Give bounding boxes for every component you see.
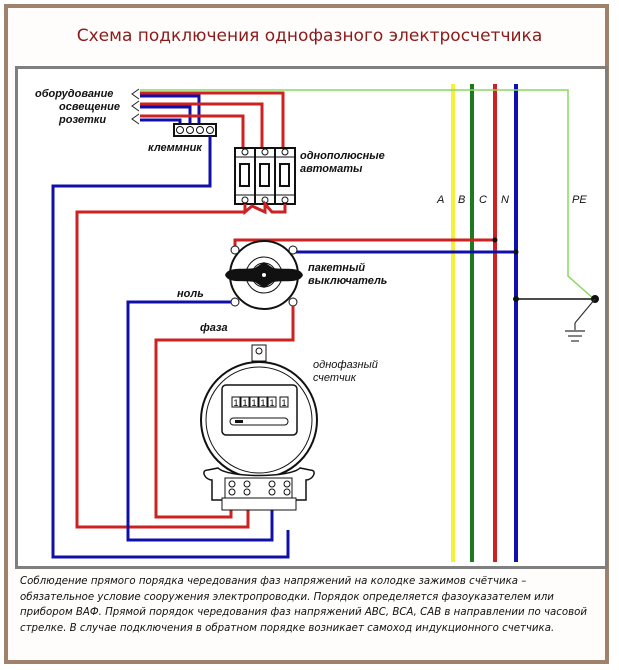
counter-digit-box [258, 396, 268, 408]
counter-digit: 1 [269, 398, 274, 408]
wire-lighting-neutral [140, 105, 192, 124]
wire-neutral-main [51, 136, 290, 559]
pe-wire [140, 89, 596, 301]
label-bus-A: A [436, 194, 444, 206]
counter-digit: 1 [242, 398, 247, 408]
wire-phase-to-meter [75, 210, 250, 529]
label-breakers-2: автоматы [300, 163, 363, 175]
counter-digit-box [231, 396, 241, 408]
label-bus-PE: PE [572, 194, 587, 206]
wire-equipment-phase [140, 91, 285, 148]
wire-neutral-switch [126, 300, 274, 542]
counter-digit: 1 [260, 398, 265, 408]
arrow-equipment-icon [131, 88, 140, 100]
terminal-block [173, 123, 217, 137]
wire-lighting-phase [140, 102, 264, 148]
label-bus-B: B [458, 194, 465, 206]
label-phase: фаза [200, 322, 228, 334]
caption-text: Соблюдение прямого порядка чередования ф… [20, 576, 587, 634]
label-breakers-1: однополюсные [300, 150, 385, 162]
label-terminal-block: клеммник [148, 142, 203, 154]
label-bus-C: C [479, 194, 487, 206]
page-title: Схема подключения однофазного электросче… [76, 26, 543, 46]
diagram-panel [15, 66, 608, 569]
counter-digit: 1 [233, 398, 238, 408]
packet-switch [225, 238, 516, 310]
arrow-sockets-icon [131, 113, 140, 125]
label-meter-2: счетчик [313, 372, 357, 384]
breaker-bridge [243, 200, 287, 216]
label-equipment: оборудование [35, 88, 113, 100]
label-neutral: ноль [177, 288, 204, 300]
label-lighting: освещение [59, 101, 120, 113]
wire-sockets-neutral [140, 118, 182, 124]
label-switch-2: выключатель [308, 275, 387, 287]
counter-digit-box [240, 396, 250, 408]
counter-digit-box [267, 396, 277, 408]
label-meter-1: однофазный [313, 359, 378, 371]
counter-digit-box [279, 396, 289, 408]
counter-digit: 1 [281, 398, 286, 408]
label-sockets: розетки [58, 114, 106, 126]
junction-phase [492, 237, 498, 243]
wire-phase-switch [154, 306, 295, 519]
counter-digit-box [249, 396, 259, 408]
wire-sockets-phase [140, 114, 245, 148]
junction-neutral [513, 249, 519, 255]
electric-meter [200, 344, 318, 511]
circuit-breakers [234, 147, 296, 205]
junction-ground-n [513, 296, 519, 302]
label-bus-N: N [501, 194, 509, 206]
label-switch-1: пакетный [308, 262, 365, 274]
arrow-lighting-icon [131, 100, 140, 112]
ground-icon [565, 298, 596, 342]
counter-digit: 1 [251, 398, 256, 408]
